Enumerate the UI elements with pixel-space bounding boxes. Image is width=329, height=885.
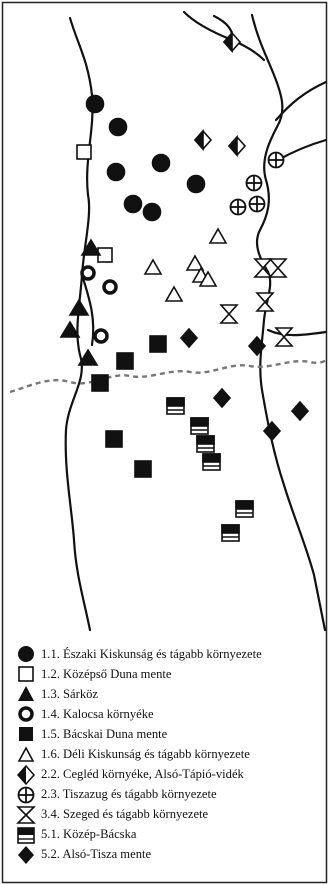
marker-1-3 bbox=[77, 348, 99, 366]
legend-item: 3.4. Szeged és tágabb környezete bbox=[16, 805, 328, 825]
marker-1-3 bbox=[80, 238, 102, 256]
marker-5-1 bbox=[166, 397, 185, 415]
legend-item: 1.4. Kalocsa környéke bbox=[16, 704, 328, 724]
tisza-tributary-east bbox=[274, 80, 328, 122]
marker-1-3 bbox=[59, 320, 81, 338]
marker-5-1 bbox=[190, 417, 209, 435]
marker-3-4 bbox=[268, 258, 288, 278]
legend-label: 1.6. Déli Kiskunság és tágabb környezete bbox=[41, 747, 250, 762]
marker-1-4 bbox=[93, 328, 109, 344]
rivers bbox=[64, 10, 328, 632]
marker-1-6 bbox=[143, 258, 163, 275]
marker-5-1 bbox=[221, 524, 240, 542]
marker-5-1 bbox=[235, 500, 254, 518]
marker-1-6 bbox=[208, 227, 228, 244]
map-symbols bbox=[59, 30, 310, 542]
legend-label: 1.2. Középső Duna mente bbox=[41, 666, 172, 681]
diamond-half-icon bbox=[16, 764, 36, 785]
marker-1-5 bbox=[134, 460, 152, 478]
marker-1-5 bbox=[91, 374, 109, 392]
national-border bbox=[9, 359, 327, 394]
marker-2-3 bbox=[245, 174, 263, 192]
marker-1-1 bbox=[108, 117, 128, 137]
legend-item: 2.2. Cegléd környéke, Alsó-Tápió-vidék bbox=[16, 764, 328, 785]
legend-label: 5.1. Közép-Bácska bbox=[41, 827, 137, 842]
legend-item: 5.1. Közép-Bácska bbox=[16, 825, 328, 845]
marker-1-5 bbox=[149, 335, 167, 353]
legend-item: 1.5. Bácskai Duna mente bbox=[16, 724, 328, 744]
marker-5-2 bbox=[290, 400, 310, 422]
marker-2-2 bbox=[227, 134, 247, 158]
marker-1-3 bbox=[68, 298, 90, 316]
marker-2-3 bbox=[267, 151, 285, 169]
ring-icon bbox=[18, 706, 34, 723]
marker-5-2 bbox=[247, 335, 267, 357]
marker-1-1 bbox=[151, 153, 171, 173]
marker-2-3 bbox=[248, 195, 266, 213]
marker-2-2 bbox=[222, 30, 242, 54]
marker-1-4 bbox=[102, 279, 118, 295]
marker-1-2 bbox=[76, 144, 92, 160]
marker-1-1 bbox=[186, 174, 206, 194]
legend-item: 1.2. Középső Duna mente bbox=[16, 664, 328, 684]
marker-1-1 bbox=[123, 194, 143, 214]
hourglass-icon bbox=[16, 805, 36, 824]
legend-label: 1.1. Északi Kiskunság és tágabb környeze… bbox=[41, 646, 262, 661]
marker-1-6 bbox=[198, 270, 218, 287]
legend-item: 1.1. Északi Kiskunság és tágabb környeze… bbox=[16, 644, 328, 664]
marker-5-2 bbox=[179, 327, 199, 349]
tisza-tributary-se bbox=[266, 328, 328, 337]
legend-item: 1.6. Déli Kiskunság és tágabb környezete bbox=[16, 744, 328, 764]
square-filled-icon bbox=[19, 727, 33, 742]
circle-cross-icon bbox=[17, 786, 35, 804]
legend-label: 2.2. Cegléd környéke, Alsó-Tápió-vidék bbox=[41, 767, 244, 782]
legend-label: 1.5. Bácskai Duna mente bbox=[41, 726, 168, 741]
marker-5-1 bbox=[202, 453, 221, 471]
legend-label: 1.3. Sárköz bbox=[41, 686, 99, 701]
marker-2-2 bbox=[193, 128, 213, 152]
marker-1-6 bbox=[185, 254, 205, 271]
marker-5-2 bbox=[212, 387, 232, 409]
legend-label: 2.3. Tiszazug és tágabb környezete bbox=[41, 787, 217, 802]
marker-2-3 bbox=[229, 198, 247, 216]
legend-item: 2.3. Tiszazug és tágabb környezete bbox=[16, 785, 328, 805]
marker-5-2 bbox=[262, 420, 282, 442]
legend-label: 3.4. Szeged és tágabb környezete bbox=[41, 807, 209, 822]
marker-1-1 bbox=[85, 94, 105, 114]
marker-1-6 bbox=[164, 285, 184, 302]
legend-item: 5.2. Alsó-Tisza mente bbox=[16, 845, 328, 865]
marker-3-4 bbox=[253, 258, 273, 278]
legend-label: 1.4. Kalocsa környéke bbox=[41, 706, 154, 721]
circle-filled-icon bbox=[18, 646, 34, 663]
map-legend: 1.1. Északi Kiskunság és tágabb környeze… bbox=[16, 644, 328, 865]
marker-1-1 bbox=[106, 162, 126, 182]
diamond-filled-icon bbox=[18, 845, 34, 864]
marker-5-1 bbox=[196, 435, 215, 453]
square-open-icon bbox=[18, 666, 34, 682]
marker-1-5 bbox=[116, 352, 134, 370]
triangle-open-icon bbox=[17, 745, 35, 762]
legend-item: 1.3. Sárköz bbox=[16, 684, 328, 704]
triangle-filled-icon bbox=[18, 686, 34, 702]
marker-1-5 bbox=[105, 430, 123, 448]
square-striped-icon bbox=[17, 827, 35, 844]
marker-3-4 bbox=[274, 327, 294, 347]
map-canvas bbox=[9, 10, 328, 632]
legend-label: 5.2. Alsó-Tisza mente bbox=[41, 847, 152, 862]
danube-branch bbox=[80, 273, 95, 347]
marker-1-1 bbox=[142, 202, 162, 222]
tisza-tributary-east-lower bbox=[276, 138, 328, 162]
marker-3-4 bbox=[255, 292, 275, 312]
marker-3-4 bbox=[219, 304, 239, 324]
marker-1-4 bbox=[80, 265, 96, 281]
